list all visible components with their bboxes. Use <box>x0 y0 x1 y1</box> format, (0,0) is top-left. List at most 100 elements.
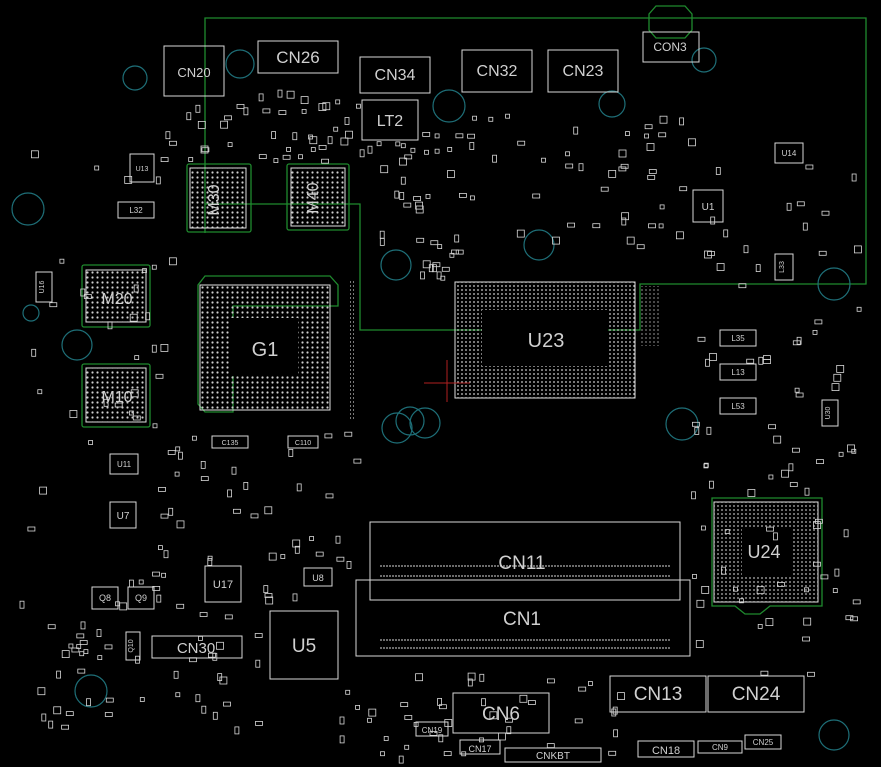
smd-pad <box>438 704 447 710</box>
smd-pad <box>151 264 157 270</box>
smd-pad <box>621 212 629 221</box>
smd-pad <box>195 104 201 113</box>
smd-pad <box>701 525 706 531</box>
smd-pad <box>400 176 406 185</box>
smd-pad <box>258 154 267 160</box>
smd-pad <box>695 640 704 648</box>
smd-pad <box>773 532 778 541</box>
smd-pad <box>104 644 113 650</box>
smd-pad <box>803 617 812 626</box>
smd-pad <box>567 222 575 228</box>
smd-pad <box>834 568 840 577</box>
smd-pad <box>821 210 830 216</box>
smd-pad <box>119 602 128 611</box>
smd-pad <box>167 450 176 455</box>
u13-body <box>129 153 155 183</box>
smd-pad <box>278 110 287 115</box>
smd-pad <box>612 706 618 715</box>
smd-pad <box>236 104 245 109</box>
smd-pad <box>792 447 800 453</box>
smd-pad <box>813 521 821 529</box>
smd-pad <box>201 147 210 153</box>
smd-pad <box>400 143 406 149</box>
smd-pad <box>618 166 627 172</box>
cn13-body <box>609 675 707 713</box>
smd-pad <box>458 192 467 198</box>
smd-pad <box>574 718 583 724</box>
smd-pad <box>403 202 412 208</box>
smd-pad <box>676 231 684 240</box>
smd-pad <box>227 489 233 498</box>
smd-pad <box>83 294 92 299</box>
smd-pad <box>49 302 58 308</box>
smd-pad <box>833 373 842 382</box>
smd-pad <box>286 146 292 152</box>
smd-pad <box>707 251 715 256</box>
smd-pad <box>724 529 730 534</box>
smd-pad <box>765 618 774 626</box>
smd-pad <box>836 364 845 373</box>
cn30-body <box>151 635 243 659</box>
smd-pad <box>310 147 316 152</box>
smd-pad <box>425 193 431 199</box>
smd-pad <box>813 561 821 567</box>
smd-pad <box>173 670 179 679</box>
cnkbt-body <box>504 747 602 763</box>
smd-pad <box>380 165 389 174</box>
smd-pad <box>188 157 194 162</box>
cn32-label: CN32 <box>477 63 518 80</box>
smd-pad <box>705 358 710 367</box>
smd-pad <box>254 633 263 638</box>
cn32-body <box>461 49 533 93</box>
smd-pad <box>263 585 269 593</box>
cn23-body <box>547 49 619 93</box>
smd-pad <box>56 670 61 679</box>
smd-pad <box>309 536 315 541</box>
smd-pad <box>578 163 584 172</box>
smd-pad <box>353 458 362 464</box>
smd-pad <box>709 353 717 361</box>
smd-pad <box>142 268 147 274</box>
smd-pad <box>479 673 485 682</box>
smd-pad <box>449 252 455 258</box>
smd-pad <box>404 744 410 750</box>
smd-pad <box>831 383 840 392</box>
smd-pad <box>794 387 800 393</box>
smd-pad <box>232 508 241 514</box>
smd-pad <box>380 751 385 757</box>
smd-pad <box>659 204 665 210</box>
smd-pad <box>115 601 120 607</box>
smd-pad <box>613 729 618 738</box>
smd-pad <box>600 186 609 192</box>
con3-label: CON3 <box>653 40 687 54</box>
smd-pad <box>710 216 716 225</box>
smd-pad <box>757 624 763 629</box>
smd-pad <box>843 529 849 538</box>
smd-pad <box>469 195 475 201</box>
cn11-label: CN11 <box>498 553 545 574</box>
smd-pad <box>820 574 829 580</box>
smd-pad <box>152 571 160 577</box>
smd-pad <box>400 702 409 707</box>
cn18-label: CN18 <box>652 745 680 757</box>
smd-pad <box>438 734 444 743</box>
cn34-label: CN34 <box>375 67 416 84</box>
smd-pad <box>415 201 424 210</box>
smd-pad <box>547 678 555 684</box>
smd-pad <box>704 250 712 259</box>
smd-pad <box>175 446 181 452</box>
smd-pad <box>175 692 181 698</box>
smd-pad <box>345 130 353 139</box>
smd-pad <box>807 671 815 677</box>
cn26-body <box>257 40 339 74</box>
smd-pad <box>404 715 413 720</box>
smd-pad <box>723 229 729 238</box>
smd-pad <box>224 614 233 620</box>
cn26-label: CN26 <box>276 48 319 67</box>
smd-pad <box>30 150 39 159</box>
smd-pad <box>309 136 318 145</box>
smd-pad <box>854 245 862 254</box>
u14-body <box>774 142 804 164</box>
cpu-side-pins <box>350 280 660 420</box>
